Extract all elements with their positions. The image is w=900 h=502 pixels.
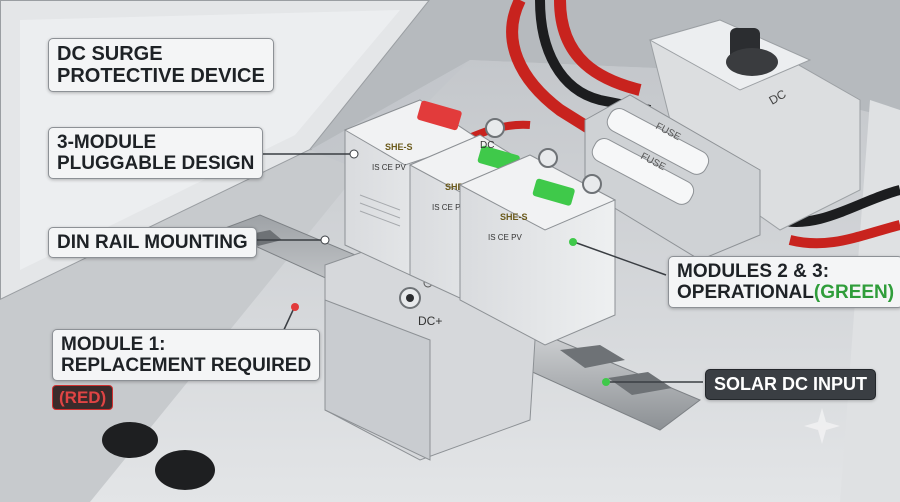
module-1-cert: IS CE PV (372, 163, 406, 172)
dc-input-text: SOLAR DC INPUT (714, 374, 867, 394)
leader-dot-din (320, 235, 330, 245)
module-3-screw[interactable] (538, 148, 558, 168)
leader-dot-dcin (602, 378, 610, 386)
modules23-label: MODULES 2 & 3: OPERATIONAL(GREEN) (668, 256, 900, 308)
red-cable (506, 0, 604, 141)
fuse-2 (591, 138, 695, 205)
module-3-screw-2[interactable] (582, 174, 602, 194)
module1-line-2: REPLACEMENT REQUIRED (61, 355, 312, 376)
terminal-screw-hole (406, 294, 414, 302)
module-1-vents (359, 210, 401, 227)
modules23-line-2: OPERATIONAL (677, 282, 814, 303)
title-label: DC SURGE PROTECTIVE DEVICE (48, 38, 274, 92)
fuse-1 (606, 108, 710, 175)
module1-line-1: MODULE 1: (61, 334, 166, 355)
red-cable (788, 220, 900, 249)
leader-dot-modular (349, 149, 359, 159)
module-1-vents (359, 194, 401, 211)
dc-input-label: SOLAR DC INPUT (705, 369, 876, 400)
sparkle-icon (804, 408, 840, 444)
modular-line-2: PLUGGABLE DESIGN (57, 153, 255, 174)
module-3-cert: IS CE PV (488, 233, 522, 242)
leader-dot-modules23 (569, 238, 577, 246)
module-1-vents (359, 202, 401, 219)
spd-terminal-top-label: DC (480, 140, 494, 151)
module-2-screw[interactable] (485, 118, 505, 138)
modular-label: 3-MODULE PLUGGABLE DESIGN (48, 127, 264, 179)
din-rail-slot (560, 345, 625, 368)
modules23-status: (GREEN) (813, 282, 895, 303)
din-label: DIN RAIL MOUNTING (48, 227, 257, 258)
module1-label: MODULE 1: REPLACEMENT REQUIRED (RED) (52, 329, 321, 410)
module-2-cert: IS CE PV (432, 203, 466, 212)
modules23-line-1: MODULES 2 & 3: (677, 261, 830, 282)
module1-box: MODULE 1: REPLACEMENT REQUIRED (52, 329, 321, 381)
spd-base-front (324, 299, 431, 461)
modular-line-1: 3-MODULE (57, 132, 157, 153)
din-rail-slot (608, 372, 672, 395)
red-cable (554, 0, 642, 96)
mc4-connector (102, 422, 158, 458)
leader-modules23 (573, 241, 667, 276)
black-cable (535, 0, 651, 115)
title-line-1: DC SURGE (57, 43, 163, 65)
din-text: DIN RAIL MOUNTING (57, 232, 248, 253)
indicator-green-3 (532, 178, 575, 206)
breaker-handle-base (726, 48, 778, 76)
spd-terminal-bottom-label: DC+ (418, 314, 442, 328)
mc4-connector (155, 450, 215, 490)
module1-status-tag: (RED) (52, 385, 114, 410)
module-3-brand: SHE-S (500, 212, 528, 222)
module-1-brand: SHE-S (385, 142, 413, 152)
indicator-red (417, 100, 462, 131)
modules23-line-2-wrap: OPERATIONAL(GREEN) (677, 282, 894, 303)
leader-dot-module1 (291, 303, 299, 311)
title-line-2: PROTECTIVE DEVICE (57, 65, 265, 87)
module-2-brand: SHE-S (445, 182, 473, 192)
